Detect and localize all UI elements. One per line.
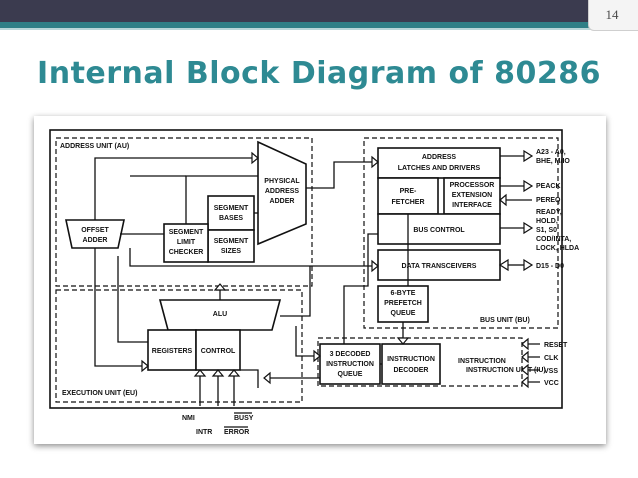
address-unit-region	[55, 137, 313, 287]
signal-intr: INTR	[196, 429, 212, 436]
prefetcher-line1: PRE-	[400, 188, 417, 195]
signal-busy: BUSY	[234, 415, 254, 422]
decoded-queue-line1: 3 DECODED	[330, 351, 371, 358]
signal-vss: VSS	[544, 368, 558, 375]
signal-clk: CLK	[544, 355, 558, 362]
processor-ext-line2: EXTENSION	[452, 192, 492, 199]
block-diagram-svg: ADDRESS UNIT (AU) BUS UNIT (BU) EXECUTIO…	[49, 129, 579, 436]
page-number: 14	[605, 7, 619, 22]
slide-accent-line	[0, 28, 638, 30]
signal-cod: COD/INTA,	[536, 236, 571, 243]
instruction-unit-label-text: INSTRUCTION UNIT (IU)	[466, 367, 546, 374]
physical-adder-line1: PHYSICAL	[264, 178, 300, 185]
external-signal-arrows	[193, 149, 540, 406]
svg-text:INSTRUCTION: INSTRUCTION	[458, 358, 506, 365]
instruction-decoder-line1: INSTRUCTION	[387, 356, 435, 363]
signal-vcc: VCC	[544, 380, 559, 387]
address-latches-block	[377, 147, 501, 179]
data-transceivers-label: DATA TRANSCEIVERS	[402, 263, 477, 270]
physical-adder-line3: ADDER	[270, 198, 295, 205]
segment-sizes-block	[207, 229, 255, 263]
address-unit-label: ADDRESS UNIT (AU)	[60, 143, 129, 150]
instruction-unit-label: INSTRUCTION INSTRUCTION UNIT (IU)	[458, 358, 546, 374]
segment-bases-block	[207, 195, 255, 231]
execution-unit-region	[55, 289, 303, 403]
prefetcher-block	[377, 177, 439, 215]
segment-sizes-line2: SIZES	[221, 248, 242, 255]
decoded-queue-block	[319, 343, 381, 385]
bus-unit-label: BUS UNIT (BU)	[480, 317, 530, 324]
signal-hold: HOLD,	[536, 218, 558, 225]
signal-lock: LOCK, HLDA	[536, 245, 579, 252]
offset-adder-line1: OFFSET	[81, 227, 109, 234]
instruction-decoder-block	[381, 343, 441, 385]
processor-ext-line3: INTERFACE	[452, 202, 492, 209]
processor-ext-line1: PROCESSOR	[450, 182, 495, 189]
bus-control-label: BUS CONTROL	[413, 227, 465, 234]
signal-pereq: PEREQ	[536, 197, 561, 204]
segment-bases-line2: BASES	[219, 215, 243, 222]
offset-adder-block	[65, 219, 125, 249]
prefetch-queue-block	[377, 285, 429, 323]
signal-ready: READY,	[536, 209, 562, 216]
segment-limit-line1: SEGMENT	[169, 229, 204, 236]
segment-bases-line1: SEGMENT	[214, 205, 249, 212]
instruction-unit-region	[317, 337, 523, 387]
segment-limit-line2: LIMIT	[177, 239, 196, 246]
offset-adder-line2: ADDER	[83, 237, 108, 244]
signal-nmi: NMI	[182, 415, 195, 422]
decoded-queue-line3: QUEUE	[338, 371, 363, 378]
prefetcher-line2: FETCHER	[391, 199, 424, 206]
slide-title: Internal Block Diagram of 80286	[37, 56, 601, 91]
signal-st: S1, S0	[536, 227, 557, 234]
signal-peack: PEACK	[536, 183, 561, 190]
signal-reset: RESET	[544, 342, 568, 349]
signal-data-bus: D15 - D0	[536, 263, 564, 270]
signal-address-bus: A23 - A0,	[536, 149, 566, 156]
bus-control-block	[377, 213, 501, 245]
internal-connections	[94, 151, 410, 388]
bus-unit-region	[363, 137, 559, 329]
segment-limit-line3: CHECKER	[169, 249, 204, 256]
registers-label: REGISTERS	[152, 348, 193, 355]
instruction-decoder-line2: DECODER	[393, 367, 428, 374]
control-block	[195, 329, 241, 371]
physical-address-adder-block	[257, 140, 307, 246]
execution-unit-label: EXECUTION UNIT (EU)	[62, 390, 137, 397]
decoded-queue-line2: INSTRUCTION	[326, 361, 374, 368]
alu-block	[158, 299, 282, 331]
physical-adder-line2: ADDRESS	[265, 188, 300, 195]
page-number-tab: 14	[588, 0, 638, 31]
slide-accent-stripe	[0, 22, 638, 28]
prefetch-queue-line3: QUEUE	[391, 310, 416, 317]
address-latches-line2: LATCHES AND DRIVERS	[398, 165, 481, 172]
control-label: CONTROL	[201, 348, 236, 355]
prefetch-queue-line1: 6-BYTE	[391, 290, 416, 297]
prefetch-queue-line2: PREFETCH	[384, 300, 422, 307]
alu-label: ALU	[213, 311, 227, 318]
slide-top-bar	[0, 0, 638, 22]
segment-sizes-line1: SEGMENT	[214, 238, 249, 245]
address-latches-line1: ADDRESS	[422, 154, 457, 161]
signal-bhe: BHE, M/IO	[536, 158, 570, 165]
signal-error: ERROR	[224, 429, 249, 436]
block-diagram-figure: ADDRESS UNIT (AU) BUS UNIT (BU) EXECUTIO…	[34, 116, 606, 444]
